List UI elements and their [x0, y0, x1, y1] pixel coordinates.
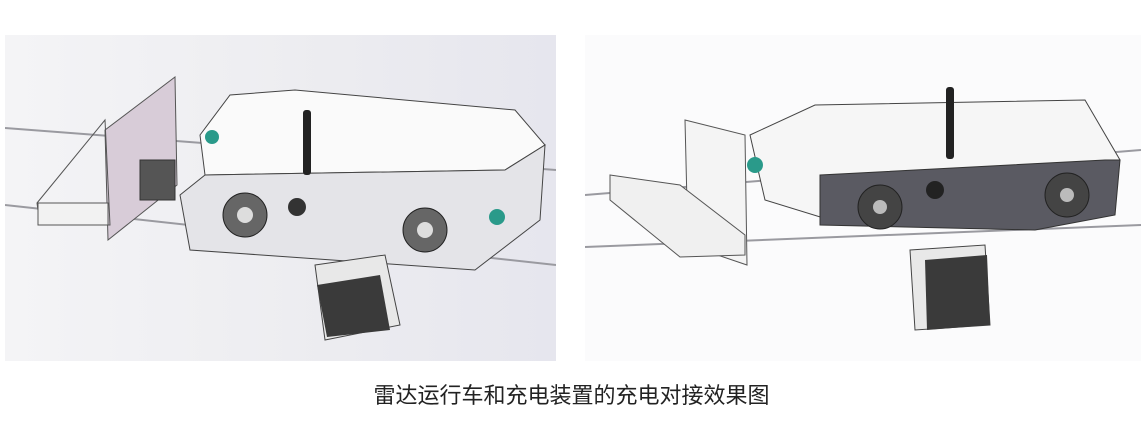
connector-teal — [489, 209, 505, 225]
charging-connector — [139, 159, 176, 201]
radar-face — [925, 255, 990, 330]
antenna — [303, 110, 311, 175]
antenna — [946, 87, 954, 159]
wheel-hub — [873, 200, 887, 214]
carriage-side — [179, 144, 546, 271]
radar-carriage-illustration-right — [585, 87, 1141, 331]
charging-bracket — [609, 174, 746, 258]
radar-face — [317, 275, 390, 337]
wheel-hub — [1060, 188, 1074, 202]
wheel-hub — [237, 207, 253, 223]
connector-teal — [205, 130, 219, 144]
connector-teal — [747, 157, 763, 173]
docking-render-right — [585, 35, 1141, 361]
cable-gland — [288, 198, 306, 216]
charging-plate — [104, 76, 178, 242]
wheel-hub — [417, 222, 433, 238]
figure-caption: 雷达运行车和充电装置的充电对接效果图 — [373, 384, 770, 409]
cable-gland — [926, 181, 944, 199]
radar-carriage-illustration-left — [5, 76, 556, 341]
charging-bracket-base — [37, 202, 109, 226]
carriage-top — [199, 89, 546, 176]
docking-render-left — [5, 35, 556, 361]
